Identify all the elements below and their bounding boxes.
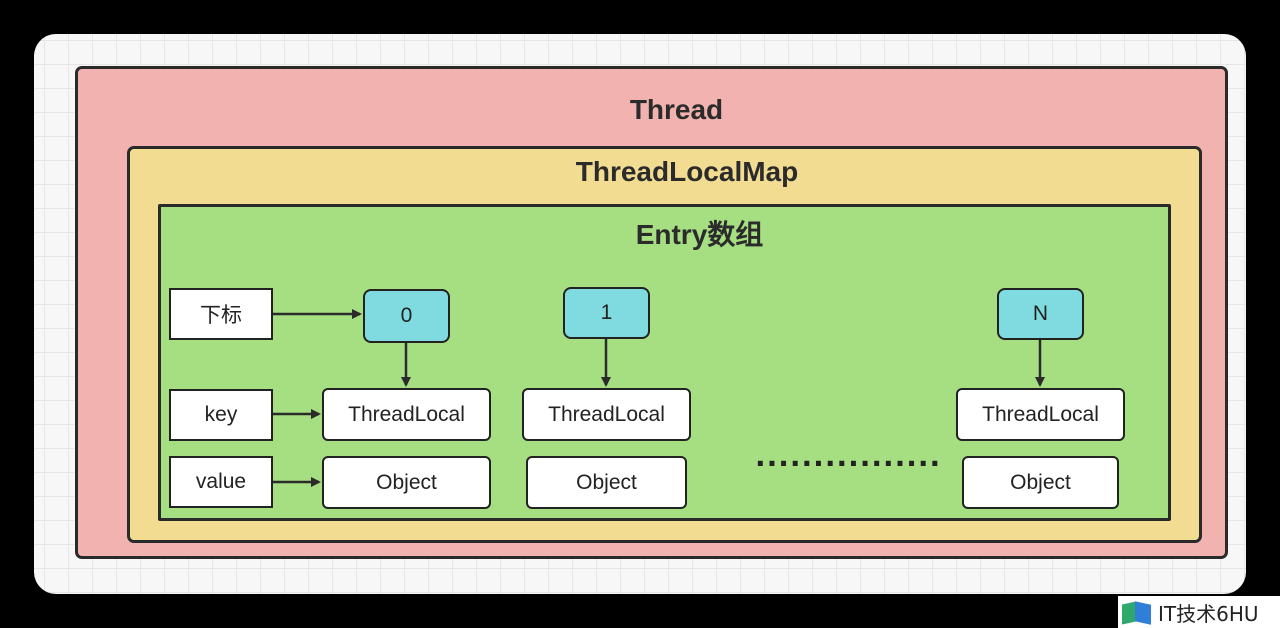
entry-key-0: ThreadLocal	[322, 388, 491, 441]
watermark-text: IT技术6HU	[1158, 601, 1259, 626]
ellipsis: ................	[755, 440, 942, 473]
watermark-logo-icon	[1122, 600, 1152, 625]
entry-index-n: N	[997, 288, 1084, 340]
entry-index-1: 1	[563, 287, 650, 339]
entry-key-n: ThreadLocal	[956, 388, 1125, 441]
entry-value-1: Object	[526, 456, 687, 509]
watermark: IT技术6HU	[1118, 596, 1280, 628]
entry-value-n: Object	[962, 456, 1119, 509]
entry-index-0: 0	[363, 289, 450, 343]
key-label: key	[169, 389, 273, 441]
threadlocalmap-title: ThreadLocalMap	[575, 156, 799, 187]
entry-key-1: ThreadLocal	[522, 388, 691, 441]
value-label: value	[169, 456, 273, 508]
entry-array-title: Entry数组	[635, 219, 764, 250]
thread-title: Thread	[629, 94, 724, 125]
entry-value-0: Object	[322, 456, 491, 509]
index-label: 下标	[169, 288, 273, 340]
